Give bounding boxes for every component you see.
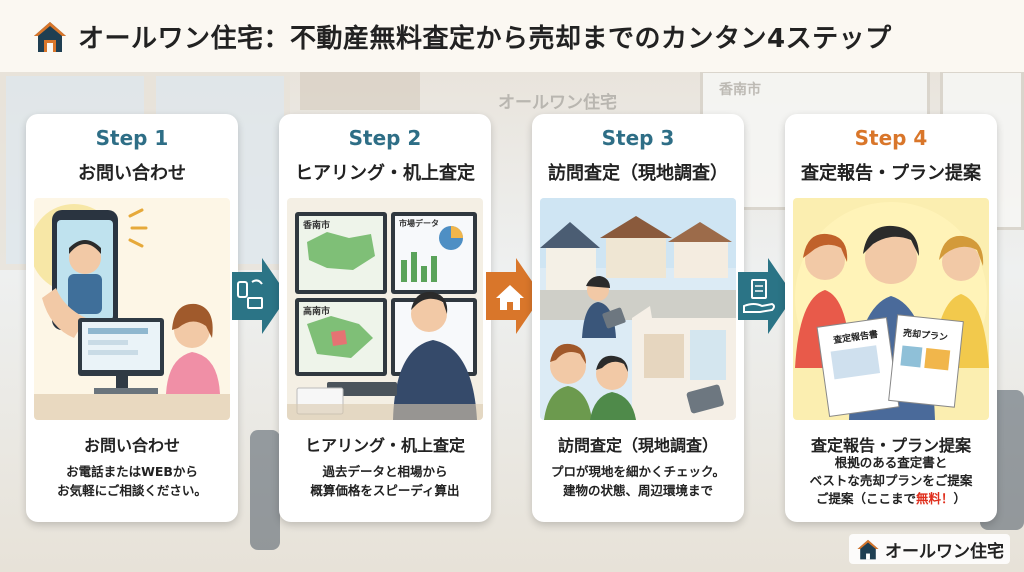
step-heading: 訪問査定（現地調査） [548,163,728,184]
house-logo-icon [857,539,879,560]
arrow-right-icon [232,258,288,334]
step-label: Step 2 [348,126,422,150]
step-label: Step 4 [854,126,928,150]
step-description: プロが現地を細かくチェック。 建物の状態、周辺環境まで [532,462,744,500]
description-line: 過去データと相場から [322,464,448,479]
page-header: オールワン住宅：不動産無料査定から売却までのカンタン4ステップ [0,0,1024,72]
description-line-free: ご提案（ここまで無料！） [785,490,997,508]
step-label: Step 1 [95,126,169,150]
description-line: 根拠のある査定書と [834,455,948,470]
house-icon [496,285,524,310]
house-logo-icon [34,22,66,52]
free-highlight: 無料！ [915,491,954,506]
background-shelf [300,70,420,110]
description-line: お電話またはWEBから [66,464,198,479]
map-label: 高南市 [303,307,331,317]
phone-laptop-icon [237,279,263,309]
report-proposal-illustration: 査定報告書 売却プラン [793,198,989,420]
background-chair [250,430,280,550]
map-label: 香南市 [303,221,331,231]
step-card-3: Step 3 訪問査定（現地調査） [532,114,744,522]
step-heading: ヒアリング・机上査定 [295,163,475,184]
desk-appraisal-illustration: 香南市 市場データ 高南市 [287,198,483,420]
step-sub-heading: 訪問査定（現地調査） [557,436,718,455]
step-card-2: Step 2 ヒアリング・机上査定 [279,114,491,522]
footer-logo: オールワン住宅 [849,534,1010,564]
background-sign: オールワン住宅 [498,93,617,113]
step-card-4: Step 4 査定報告・プラン提案 査定報告書 売却プラン 査定報告・プラン提 [785,114,997,522]
market-data-label: 市場データ [399,219,439,228]
description-line: 建物の状態、周辺環境まで [562,483,713,498]
document-hand-icon [743,279,775,313]
step-label: Step 3 [601,126,675,150]
description-line: ベストな売却プランをご提案 [809,473,973,488]
step-heading: お問い合わせ [78,163,186,184]
site-visit-illustration [540,198,736,420]
step-sub-heading: ヒアリング・机上査定 [304,436,465,455]
background-map-text: 香南市 [719,82,761,98]
description-line: 概算価格をスピーディ算出 [310,483,460,498]
free-suffix: ） [953,491,967,506]
arrow-right-icon [738,258,794,334]
step-description: お電話またはWEBから お気軽にご相談ください。 [26,462,238,500]
description-line: お気軽にご相談ください。 [57,483,207,498]
arrow-right-icon [486,258,542,334]
step-description: 過去データと相場から 概算価格をスピーディ算出 [279,462,491,500]
footer-logo-text: オールワン住宅 [885,541,1004,562]
free-prefix: ご提案（ここまで [815,491,916,506]
description-line: プロが現地を細かくチェック。 [550,464,725,479]
step-sub-heading: お問い合わせ [83,436,180,455]
page-title: オールワン住宅：不動産無料査定から売却までのカンタン4ステップ [78,23,892,54]
step-card-1: Step 1 お問い合わせ [26,114,238,522]
step-sub-heading: 査定報告・プラン提案 [810,436,971,455]
step-description: 根拠のある査定書と ベストな売却プランをご提案 ご提案（ここまで無料！） [785,454,997,508]
contact-illustration [34,198,230,420]
step-heading: 査定報告・プラン提案 [801,163,981,184]
